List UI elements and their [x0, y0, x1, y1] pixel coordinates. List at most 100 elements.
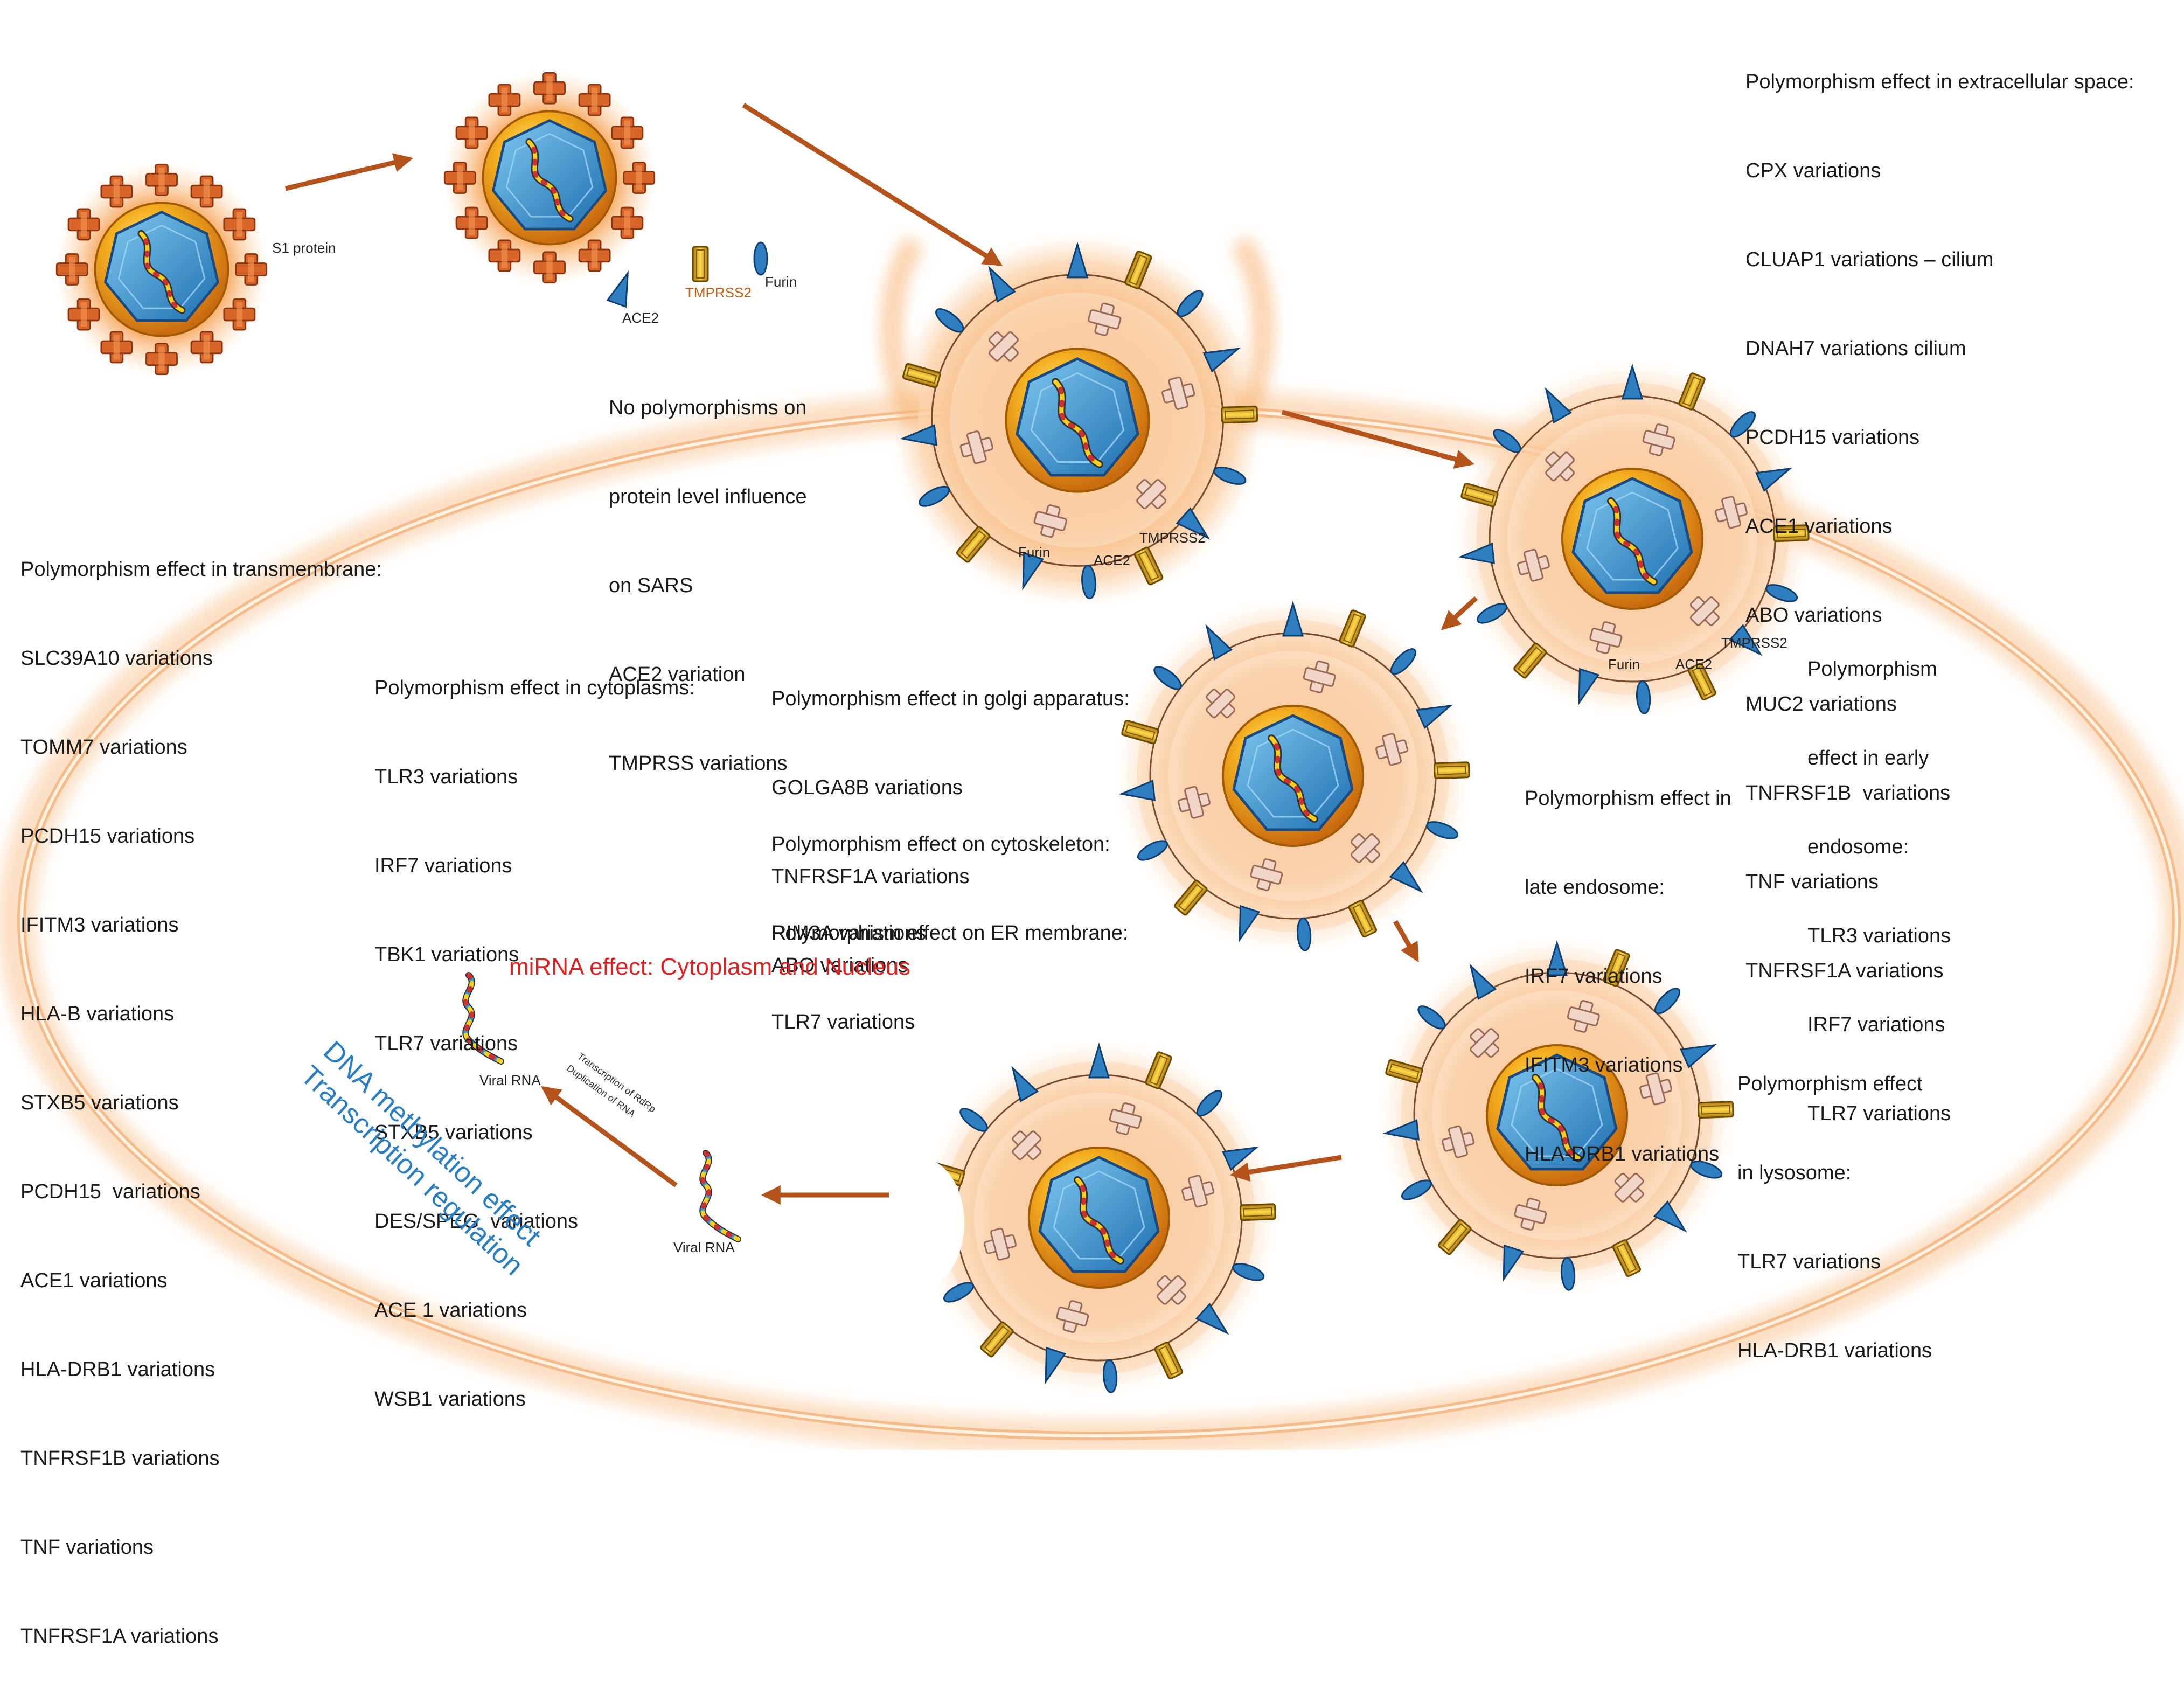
text-line: STXB5 variations: [20, 1092, 179, 1114]
text-line: HLA-DRB1 variations: [20, 1358, 215, 1381]
arrow-1: [284, 153, 414, 191]
no-polymorphism-block: No polymorphisms on protein level influe…: [609, 334, 807, 808]
cytoskeleton-block: Polymorphism effect on cytoskeleton: RIM…: [771, 770, 1110, 978]
heading: Polymorphism effect in: [1525, 787, 1731, 810]
text-line: ACE 1 variations: [374, 1299, 527, 1322]
text-line: IRF7 variations: [1525, 965, 1663, 988]
furin-label-3: Furin: [1608, 656, 1640, 672]
tmprss2-label-2: TMPRSS2: [1139, 530, 1206, 546]
furin-label-2: Furin: [1018, 544, 1051, 560]
text-line: HLA-DRB1 variations: [1525, 1143, 1720, 1165]
golgi-block: Polymorphism effect in golgi apparatus: …: [771, 625, 1130, 1010]
text-line: STXB5 variations: [374, 1121, 533, 1144]
heading: Polymorphism effect: [1737, 1073, 1923, 1095]
text-line: on SARS: [609, 574, 693, 597]
heading: endosome:: [1807, 836, 1909, 858]
virion-free: [54, 162, 269, 377]
text-line: IFITM3 variations: [20, 914, 179, 936]
text-line: SLC39A10 variations: [20, 647, 213, 670]
heading: in lysosome:: [1737, 1162, 1852, 1184]
virion-entering: [889, 140, 1266, 609]
text-line: GOLGA8B variations: [771, 776, 963, 799]
text-line: TNFRSF1A variations: [1745, 960, 1944, 982]
arrow-8: [541, 1086, 678, 1187]
s1-protein-label: S1 protein: [272, 240, 336, 256]
tmprss2-label: TMPRSS2: [685, 284, 752, 301]
lysosome-block: Polymorphism effect in lysosome: TLR7 va…: [1737, 1010, 1932, 1395]
viral-rna-label: Viral RNA: [479, 1072, 541, 1088]
er-membrane-block: Polymorphism effect on ER membrane: TLR7…: [771, 859, 1128, 1067]
text-line: ABO variations: [1745, 604, 1882, 627]
mirna-effect-label: miRNA effect: Cytoplasm and Nucleus: [509, 954, 911, 980]
text-line: IRF7 variations: [1807, 1013, 1945, 1036]
ace2-label-2: ACE2: [1094, 552, 1130, 568]
diagram-canvas: [0, 0, 2184, 1450]
virion-attaching: [442, 70, 657, 285]
early-endosome-block: Polymorphism effect in early endosome: T…: [1807, 595, 1951, 1158]
text-line: ABO variations: [771, 954, 908, 977]
text-line: TLR3 variations: [374, 766, 518, 788]
uncoating-vesicle: [878, 1040, 1277, 1395]
text-line: PCDH15 variations: [20, 1180, 200, 1203]
text-line: ACE1 variations: [20, 1269, 168, 1292]
text-line: DNAH7 variations cilium: [1745, 337, 1966, 360]
text-line: DES/SPEG variations: [374, 1210, 579, 1233]
text-line: TNFRSF1B variations: [1745, 782, 1951, 804]
text-line: WSB1 variations: [374, 1388, 526, 1411]
arrow-4: [1441, 596, 1478, 630]
text-line: IFITM3 variations: [1525, 1054, 1683, 1076]
ace2-receptor-icon: [607, 269, 638, 308]
heading: Polymorphism effect on ER membrane:: [771, 922, 1129, 944]
ace2-label-3: ACE2: [1675, 656, 1712, 672]
text-line: TLR7 variations: [374, 1032, 518, 1055]
heading: Polymorphism effect in transmembrane:: [20, 558, 382, 581]
text-line: PCDH15 variations: [20, 825, 195, 848]
text-line: HLA-B variations: [20, 1003, 175, 1025]
text-line: TLR7 variations: [1737, 1251, 1881, 1273]
text-line: TOMM7 variations: [20, 736, 187, 759]
heading: Polymorphism effect in cytoplasms:: [374, 677, 695, 699]
heading: Polymorphism: [1807, 658, 1937, 680]
text-line: TNFRSF1A variations: [771, 865, 970, 888]
text-line: PCDH15 variations: [1745, 426, 1920, 449]
text-line: TNF variations: [20, 1536, 154, 1559]
late-endosome-block: Polymorphism effect in late endosome: IR…: [1525, 725, 1731, 1199]
heading: late endosome:: [1525, 876, 1665, 899]
arrow-2: [742, 103, 1003, 266]
text-line: RIM3A variations: [771, 922, 927, 944]
text-line: TNFRSF1A variations: [20, 1625, 219, 1648]
tmprss2-label-3: TMPRSS2: [1721, 635, 1787, 651]
text-line: MUC2 variations: [1745, 693, 1897, 716]
viral-rna-label-2: Viral RNA: [673, 1239, 735, 1255]
arrow-3: [1281, 409, 1474, 469]
arrow-5: [1393, 920, 1419, 963]
arrows: [284, 103, 1478, 1205]
text-line: protein level influence: [609, 485, 807, 508]
heading: effect in early: [1807, 747, 1929, 769]
text-line: TBK1 variations: [374, 943, 519, 966]
text-line: IRF7 variations: [374, 855, 512, 877]
ace2-label: ACE2: [622, 310, 659, 326]
text-line: ACE1 variations: [1745, 515, 1893, 538]
tmprss2-receptor-icon: [692, 246, 709, 282]
text-line: TNF variations: [1745, 871, 1879, 893]
text-line: TNFRSF1B variations: [20, 1447, 220, 1470]
extracellular-block: Polymorphism effect in extracellular spa…: [1745, 8, 2134, 1016]
late-endosome-vesicle: [1115, 598, 1471, 954]
text-line: TLR7 variations: [771, 1011, 915, 1033]
cytoplasm-block: Polymorphism effect in cytoplasms: TLR3 …: [374, 614, 695, 1444]
heading: Polymorphism effect in golgi apparatus:: [771, 687, 1130, 710]
text-line: CLUAP1 variations – cilium: [1745, 248, 1994, 271]
text-line: TMPRSS variations: [609, 752, 788, 775]
heading: Polymorphism effect on cytoskeleton:: [771, 833, 1110, 856]
heading: Polymorphism effect in extracellular spa…: [1745, 71, 2134, 93]
text-line: CPX variations: [1745, 159, 1881, 182]
text-line: TLR7 variations: [1807, 1102, 1951, 1125]
furin-label: Furin: [765, 274, 797, 290]
furin-receptor-icon: [753, 241, 768, 276]
viral-rna-strand: [703, 1153, 738, 1239]
arrow-6: [1229, 1155, 1342, 1182]
text-line: ACE2 variation: [609, 663, 746, 686]
text-line: No polymorphisms on: [609, 397, 807, 419]
text-line: HLA-DRB1 variations: [1737, 1339, 1932, 1362]
